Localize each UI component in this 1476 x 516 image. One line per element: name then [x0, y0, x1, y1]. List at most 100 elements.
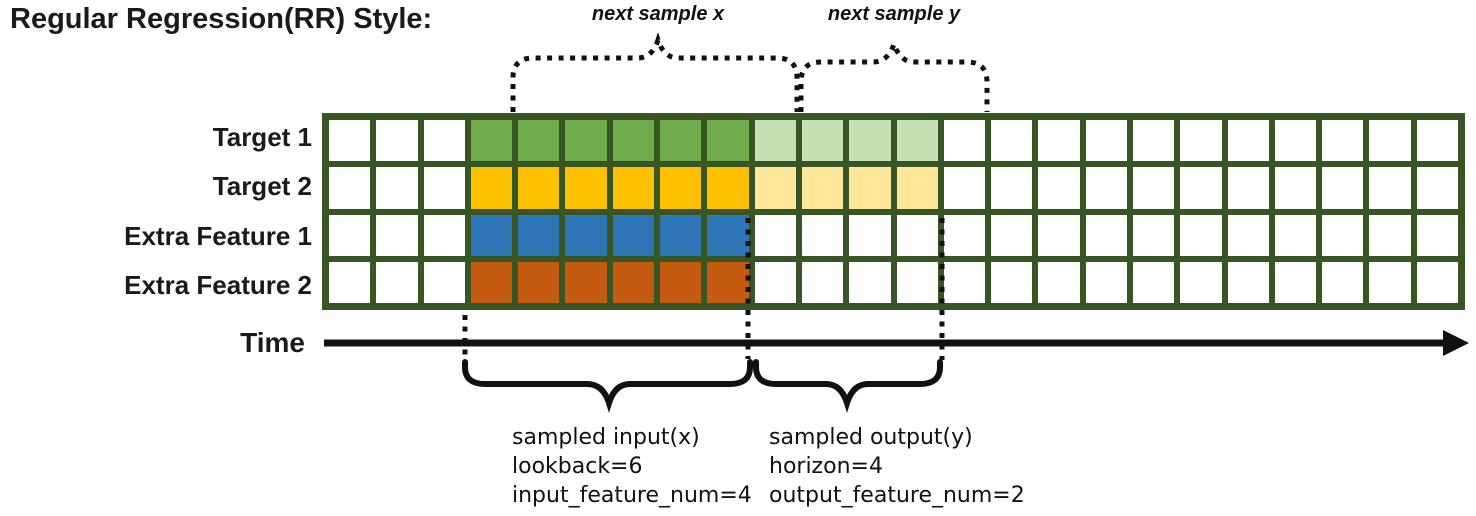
- grid-cell: [801, 120, 844, 162]
- grid-cell: [1227, 214, 1269, 256]
- grid-cell: [1274, 214, 1317, 256]
- sampled-output-note: sampled output(y) horizon=4 output_featu…: [769, 423, 1025, 510]
- sampled-output-brace: [753, 359, 943, 413]
- grid-cell: [1132, 120, 1175, 162]
- row-label: Target 1: [212, 122, 312, 153]
- sampled-output-note-line: sampled output(y): [769, 425, 973, 450]
- output-feature-num-note-line: output_feature_num=2: [769, 483, 1025, 508]
- grid-cell: [1227, 120, 1269, 162]
- horizon-note-line: horizon=4: [769, 454, 883, 479]
- grid-cell: [660, 261, 702, 303]
- grid-cell: [612, 167, 655, 209]
- grid-cell: [707, 167, 749, 209]
- grid-cell: [1416, 214, 1458, 256]
- grid-cell: [1085, 167, 1127, 209]
- grid-cell: [376, 120, 418, 162]
- grid-cell: [1038, 120, 1080, 162]
- next-sample-y-label: next sample y: [827, 3, 961, 25]
- grid-cell: [1038, 261, 1080, 303]
- grid-cell: [565, 214, 607, 256]
- grid-cell: [707, 120, 749, 162]
- grid-cell: [376, 167, 418, 209]
- grid-cell: [943, 261, 986, 303]
- grid-cell: [329, 120, 371, 162]
- grid-cell: [470, 120, 513, 162]
- figure-title: Regular Regression(RR) Style:: [10, 3, 433, 35]
- time-axis-label: Time: [240, 327, 305, 358]
- grid-cell: [1416, 261, 1458, 303]
- grid-cell: [376, 261, 418, 303]
- grid-cell: [896, 261, 938, 303]
- grid-cell: [1322, 214, 1364, 256]
- grid-cell: [470, 167, 513, 209]
- grid-cell: [943, 214, 986, 256]
- grid-cell: [754, 120, 796, 162]
- grid-cell: [329, 261, 371, 303]
- grid-cell: [896, 214, 938, 256]
- grid-cell: [754, 167, 796, 209]
- grid-cell: [1180, 120, 1222, 162]
- grid-cell: [1369, 214, 1411, 256]
- grid-cell: [518, 261, 560, 303]
- grid-cell: [518, 120, 560, 162]
- grid-cell: [1085, 214, 1127, 256]
- grid-cell: [896, 120, 938, 162]
- grid-cell: [565, 261, 607, 303]
- next-sample-y-brace: [798, 36, 990, 112]
- grid-cell: [329, 167, 371, 209]
- grid-cell: [612, 261, 655, 303]
- input-feature-num-note-line: input_feature_num=4: [512, 483, 752, 508]
- grid-cell: [565, 120, 607, 162]
- grid-cell: [423, 120, 465, 162]
- grid-cell: [423, 167, 465, 209]
- grid-cell: [1132, 261, 1175, 303]
- grid-cell: [1085, 261, 1127, 303]
- sampled-input-note-line: sampled input(x): [512, 425, 700, 450]
- grid-cell: [849, 214, 891, 256]
- grid-cell: [1416, 167, 1458, 209]
- grid-cell: [1180, 214, 1222, 256]
- lookback-note-line: lookback=6: [512, 454, 643, 479]
- row-label: Extra Feature 2: [124, 269, 312, 300]
- grid-cell: [1322, 261, 1364, 303]
- grid-cell: [801, 167, 844, 209]
- grid-cell: [518, 167, 560, 209]
- grid-cell: [1085, 120, 1127, 162]
- sampled-input-brace: [462, 359, 753, 413]
- grid-cell: [896, 167, 938, 209]
- grid-cell: [991, 214, 1033, 256]
- grid-cell: [943, 120, 986, 162]
- grid-cell: [1274, 120, 1317, 162]
- grid-cell: [1369, 120, 1411, 162]
- grid-cell: [1369, 261, 1411, 303]
- next-sample-x-label: next sample x: [591, 3, 725, 25]
- grid-cell: [329, 214, 371, 256]
- grid-cell: [849, 261, 891, 303]
- grid-cell: [1227, 167, 1269, 209]
- grid-cell: [660, 167, 702, 209]
- next-sample-x-brace: [510, 32, 800, 112]
- grid-cell: [565, 167, 607, 209]
- timeseries-grid: [322, 113, 1465, 310]
- grid-cell: [470, 261, 513, 303]
- grid-cell: [1132, 167, 1175, 209]
- grid-cell: [1038, 214, 1080, 256]
- grid-cell: [801, 261, 844, 303]
- grid-cell: [1274, 167, 1317, 209]
- grid-cell: [754, 214, 796, 256]
- grid-cell: [1132, 214, 1175, 256]
- time-axis-arrowhead: [1443, 330, 1469, 356]
- grid-cell: [707, 261, 749, 303]
- grid-cell: [1369, 167, 1411, 209]
- grid-cell: [754, 261, 796, 303]
- grid-cell: [660, 120, 702, 162]
- row-label: Extra Feature 1: [124, 220, 312, 251]
- grid-cell: [1180, 167, 1222, 209]
- grid-cell: [1322, 120, 1364, 162]
- grid-cell: [849, 120, 891, 162]
- grid-cell: [612, 120, 655, 162]
- grid-cell: [991, 120, 1033, 162]
- sampled-input-note: sampled input(x) lookback=6 input_featur…: [512, 423, 752, 510]
- grid-cell: [1180, 261, 1222, 303]
